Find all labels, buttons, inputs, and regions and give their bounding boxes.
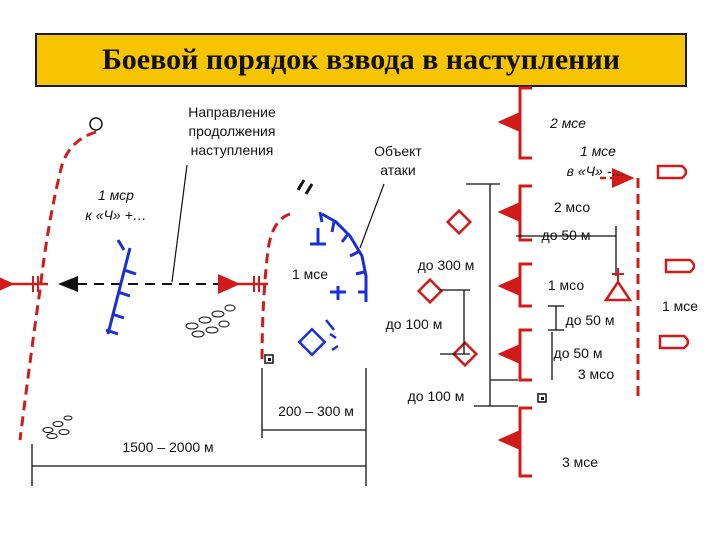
upto100-a-label: до 100 м bbox=[386, 316, 443, 332]
bracket-arrows bbox=[497, 112, 520, 450]
upto50-a-label: до 50 м bbox=[542, 227, 591, 243]
direction-leader bbox=[171, 164, 188, 283]
start-line-left bbox=[18, 130, 97, 441]
blue-marks bbox=[325, 319, 339, 352]
platoon-formation-left bbox=[105, 239, 137, 336]
red-triangle bbox=[603, 279, 633, 302]
start-line-middle bbox=[260, 212, 291, 365]
start-marker-left bbox=[0, 274, 48, 294]
mse3-label: 3 мсе bbox=[562, 454, 598, 470]
red-diamond-3 bbox=[451, 340, 479, 368]
red-diamond-1 bbox=[445, 208, 473, 236]
msr-label-2: к «Ч» +… bbox=[85, 207, 147, 223]
blue-diamond bbox=[297, 327, 327, 357]
object-label-1: Объект bbox=[374, 143, 422, 159]
red-diamond-2 bbox=[416, 277, 444, 305]
upto50-b-label: до 50 м bbox=[566, 312, 615, 328]
upto50-c-label: до 50 м bbox=[554, 345, 603, 361]
dimension-lines-right bbox=[516, 226, 617, 380]
direction-label-2: продолжения bbox=[189, 123, 276, 139]
object-leader bbox=[359, 183, 385, 249]
direction-label-1: Направление bbox=[188, 104, 276, 120]
mso2-label: 2 мсо bbox=[554, 199, 590, 215]
object-label-2: атаки bbox=[380, 162, 415, 178]
terrain-marks-middle bbox=[185, 304, 236, 338]
terrain-marks-left bbox=[42, 415, 73, 439]
enemy-unit-marks bbox=[296, 179, 314, 195]
dist-1500-2000-label: 1500 – 2000 м bbox=[122, 439, 213, 455]
enemy-position bbox=[310, 211, 368, 302]
start-marker-middle bbox=[218, 274, 268, 294]
upto300-label: до 300 м bbox=[418, 257, 475, 273]
marker-square-middle bbox=[264, 354, 274, 364]
upto100-b-label: до 100 м bbox=[408, 388, 465, 404]
mso3-label: 3 мсо bbox=[578, 366, 614, 382]
direction-label-3: наступления bbox=[191, 142, 274, 158]
mse-left-label: 1 мсе bbox=[292, 266, 328, 282]
right-brackets bbox=[518, 86, 532, 478]
mse1-label-2: в «Ч» -… bbox=[567, 163, 626, 179]
mse-right-label: 1 мсе bbox=[662, 298, 698, 314]
msr-label-1: 1 мср bbox=[98, 187, 134, 203]
marker-square-right bbox=[537, 393, 547, 403]
mse2-label: 2 мсе bbox=[549, 115, 586, 131]
dist-200-300-label: 200 – 300 м bbox=[278, 403, 354, 419]
diagram-title: Боевой порядок взвода в наступлении bbox=[101, 43, 621, 76]
title-banner: Боевой порядок взвода в наступлении bbox=[35, 33, 687, 87]
vehicle-symbols bbox=[656, 164, 696, 350]
dimension-lines-center bbox=[440, 183, 518, 407]
dimension-lines-bottom bbox=[31, 368, 367, 486]
mso1-label: 1 мсо bbox=[548, 277, 584, 293]
mse1-label-1: 1 мсе bbox=[580, 143, 616, 159]
landmark-circle bbox=[89, 117, 103, 131]
